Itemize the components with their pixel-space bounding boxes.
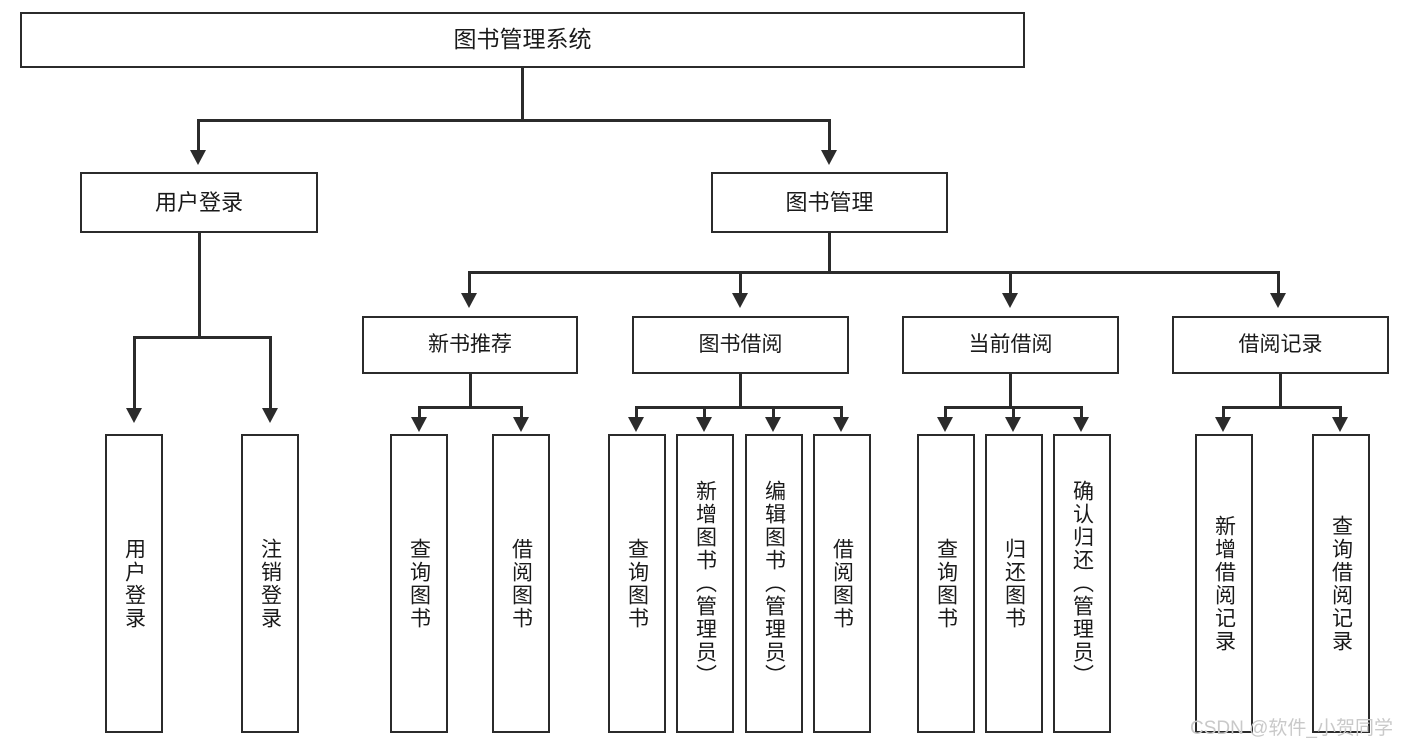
arrow-borrow-to-leaf-2 bbox=[696, 417, 712, 432]
edge-recommend-to-leaf-1 bbox=[418, 406, 421, 420]
arrow-borrow-to-leaf-4 bbox=[833, 417, 849, 432]
arrow-bookmgmt-to-l3-1 bbox=[461, 293, 477, 308]
arrow-login-to-leaf-2 bbox=[262, 408, 278, 423]
node-borrow-records[interactable]: 借阅记录 bbox=[1172, 316, 1389, 374]
node-label: 查询图书 bbox=[407, 537, 431, 630]
leaf-borrow-book[interactable]: 借阅图书 bbox=[813, 434, 871, 733]
edge-bookmgmt-bar bbox=[468, 271, 1280, 274]
node-label: 当前借阅 bbox=[968, 332, 1053, 356]
leaf-edit-book-admin[interactable]: 编辑图书（管理员） bbox=[745, 434, 803, 733]
node-label: 图书借阅 bbox=[698, 332, 783, 356]
arrow-current-to-leaf-3 bbox=[1073, 417, 1089, 432]
node-label: 归还图书 bbox=[1002, 537, 1026, 630]
leaf-add-borrow-record[interactable]: 新增借阅记录 bbox=[1195, 434, 1253, 733]
node-label: 用户登录 bbox=[122, 537, 146, 630]
arrow-login-to-leaf-1 bbox=[126, 408, 142, 423]
node-book-management[interactable]: 图书管理 bbox=[711, 172, 948, 233]
edge-current-to-leaf-3 bbox=[1080, 406, 1083, 420]
edge-borrow-to-leaf-4 bbox=[840, 406, 843, 420]
leaf-user-login[interactable]: 用户登录 bbox=[105, 434, 163, 733]
arrow-records-to-leaf-1 bbox=[1215, 417, 1231, 432]
edge-borrow-to-leaf-2 bbox=[703, 406, 706, 420]
node-root-system[interactable]: 图书管理系统 bbox=[20, 12, 1025, 68]
node-label: 查询借阅记录 bbox=[1329, 514, 1353, 653]
node-label: 用户登录 bbox=[154, 189, 243, 215]
arrow-root-to-login bbox=[190, 150, 206, 165]
node-label: 注销登录 bbox=[258, 537, 282, 630]
arrow-bookmgmt-to-l3-2 bbox=[732, 293, 748, 308]
edge-login-to-leaf-1 bbox=[133, 336, 136, 411]
arrow-root-to-bookmgmt bbox=[821, 150, 837, 165]
edge-recommend-bar bbox=[418, 406, 523, 409]
edge-borrow-to-leaf-3 bbox=[772, 406, 775, 420]
node-label: 编辑图书（管理员） bbox=[762, 480, 786, 687]
node-label: 借阅图书 bbox=[830, 537, 854, 630]
leaf-add-book-admin[interactable]: 新增图书（管理员） bbox=[676, 434, 734, 733]
edge-bookmgmt-stem bbox=[828, 233, 831, 271]
node-label: 新增借阅记录 bbox=[1212, 514, 1236, 653]
edge-root-stem bbox=[521, 68, 524, 119]
node-label: 查询图书 bbox=[934, 537, 958, 630]
watermark-text: CSDN @软件_小贺同学 bbox=[1190, 718, 1393, 739]
edge-recommend-stem bbox=[469, 374, 472, 406]
arrow-recommend-to-leaf-1 bbox=[411, 417, 427, 432]
edge-borrow-to-leaf-1 bbox=[635, 406, 638, 420]
node-label: 确认归还（管理员） bbox=[1070, 480, 1094, 687]
leaf-borrow-book-recommend[interactable]: 借阅图书 bbox=[492, 434, 550, 733]
arrow-recommend-to-leaf-2 bbox=[513, 417, 529, 432]
node-current-borrow[interactable]: 当前借阅 bbox=[902, 316, 1119, 374]
edge-root-to-login bbox=[197, 119, 200, 153]
edge-root-to-bookmgmt bbox=[828, 119, 831, 153]
edge-bookmgmt-to-l3-1 bbox=[468, 271, 471, 296]
node-label: 借阅记录 bbox=[1238, 332, 1323, 356]
node-label: 新书推荐 bbox=[428, 332, 512, 356]
arrow-bookmgmt-to-l3-3 bbox=[1002, 293, 1018, 308]
edge-login-bar bbox=[133, 336, 272, 339]
arrow-bookmgmt-to-l3-4 bbox=[1270, 293, 1286, 308]
node-label: 图书管理系统 bbox=[453, 26, 592, 53]
edge-recommend-to-leaf-2 bbox=[520, 406, 523, 420]
leaf-confirm-return-admin[interactable]: 确认归还（管理员） bbox=[1053, 434, 1111, 733]
edge-records-stem bbox=[1279, 374, 1282, 406]
leaf-query-borrow-record[interactable]: 查询借阅记录 bbox=[1312, 434, 1370, 733]
edge-bookmgmt-to-l3-3 bbox=[1009, 271, 1012, 296]
arrow-current-to-leaf-2 bbox=[1005, 417, 1021, 432]
edge-records-to-leaf-2 bbox=[1339, 406, 1342, 420]
node-book-borrow[interactable]: 图书借阅 bbox=[632, 316, 849, 374]
node-label: 新增图书（管理员） bbox=[693, 480, 717, 687]
edge-login-stem bbox=[198, 233, 201, 336]
edge-records-to-leaf-1 bbox=[1222, 406, 1225, 420]
edge-current-stem bbox=[1009, 374, 1012, 406]
edge-root-bar bbox=[197, 119, 831, 122]
node-label: 借阅图书 bbox=[509, 537, 533, 630]
arrow-borrow-to-leaf-1 bbox=[628, 417, 644, 432]
leaf-query-book-current[interactable]: 查询图书 bbox=[917, 434, 975, 733]
edge-bookmgmt-to-l3-4 bbox=[1277, 271, 1280, 296]
edge-bookmgmt-to-l3-2 bbox=[739, 271, 742, 296]
node-label: 图书管理 bbox=[785, 189, 874, 215]
node-user-login[interactable]: 用户登录 bbox=[80, 172, 318, 233]
edge-records-bar bbox=[1222, 406, 1341, 409]
leaf-query-book-borrow[interactable]: 查询图书 bbox=[608, 434, 666, 733]
edge-borrow-bar bbox=[635, 406, 842, 409]
edge-borrow-stem bbox=[739, 374, 742, 406]
node-new-book-recommend[interactable]: 新书推荐 bbox=[362, 316, 578, 374]
leaf-logout[interactable]: 注销登录 bbox=[241, 434, 299, 733]
leaf-return-book[interactable]: 归还图书 bbox=[985, 434, 1043, 733]
node-label: 查询图书 bbox=[625, 537, 649, 630]
arrow-current-to-leaf-1 bbox=[937, 417, 953, 432]
leaf-query-book-recommend[interactable]: 查询图书 bbox=[390, 434, 448, 733]
edge-current-to-leaf-1 bbox=[944, 406, 947, 420]
edge-login-to-leaf-2 bbox=[269, 336, 272, 411]
edge-current-to-leaf-2 bbox=[1012, 406, 1015, 420]
arrow-borrow-to-leaf-3 bbox=[765, 417, 781, 432]
arrow-records-to-leaf-2 bbox=[1332, 417, 1348, 432]
